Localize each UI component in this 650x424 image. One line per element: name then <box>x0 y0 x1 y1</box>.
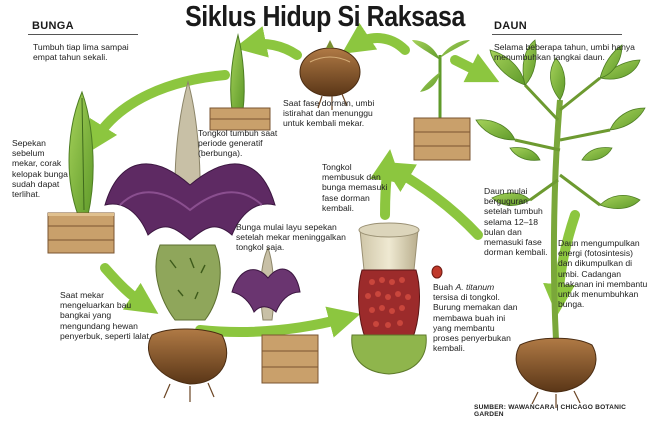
spadix-sprout <box>209 34 271 131</box>
arrow-to-bloom <box>100 263 159 314</box>
leaf-sprout-box <box>412 40 471 161</box>
caption-fruit-rest: tersisa di tongkol. Burung memakan dan m… <box>433 292 518 354</box>
fruit-icon <box>431 265 443 279</box>
arrow-tuber-to-spadix <box>234 26 302 60</box>
dormant-tuber <box>299 40 361 110</box>
arrow-to-leaf <box>450 53 500 83</box>
caption-fruit-pre: Buah <box>433 282 454 292</box>
caption-dormant: Saat fase dorman, umbi istirahat dan men… <box>283 98 375 129</box>
heading-rules <box>28 34 622 35</box>
caption-energy: Daun mengumpulkan energi (fotosintesis) … <box>558 238 648 310</box>
caption-spadix-grows: Tongkol tumbuh saat periode generatif (b… <box>198 128 278 159</box>
page-title: Siklus Hidup Si Raksasa <box>185 1 465 33</box>
cycle-arrows <box>86 22 580 338</box>
caption-fruit: Buah A. titanum tersisa di tongkol. Buru… <box>433 282 521 353</box>
caption-rotting: Tongkol membusuk dan bunga memasuki fase… <box>322 162 388 213</box>
caption-wilting: Bunga mulai layu sepekan setelah mekar m… <box>236 222 346 253</box>
arrow-top-left <box>86 70 230 154</box>
arrow-to-fruit <box>195 306 361 338</box>
wilting-flower <box>231 246 319 384</box>
section-heading-daun: DAUN <box>494 20 527 32</box>
caption-fruit-species: A. titanum <box>455 282 495 292</box>
caption-leaves-fall: Daun mulai berguguran setelah tumbuh sel… <box>484 186 548 258</box>
arrow-leaves-to-dormant <box>381 161 483 240</box>
arrow-rot-up <box>370 149 402 220</box>
section-heading-bunga: BUNGA <box>32 20 74 32</box>
caption-bloom-interval: Tumbuh tiap lima sampai empat tahun seka… <box>33 42 129 63</box>
caption-week-before: Sepekan sebelum mekar, corak kelopak bun… <box>12 138 68 200</box>
leaf-plant <box>475 39 646 408</box>
source-credit: SUMBER: WAWANCARA | CHICAGO BOTANIC GARD… <box>474 404 627 418</box>
arrow-sprout-to-dormant <box>341 22 410 55</box>
caption-smell: Saat mekar mengeluarkan bau bangkai yang… <box>60 290 152 341</box>
corpse-flower <box>104 80 276 402</box>
bud-in-box <box>47 90 115 254</box>
caption-years-stalk: Selama beberapa tahun, umbi hanya menumb… <box>494 42 635 63</box>
fruiting-spadix <box>351 222 443 375</box>
arrow-to-tuber-right <box>543 210 580 316</box>
